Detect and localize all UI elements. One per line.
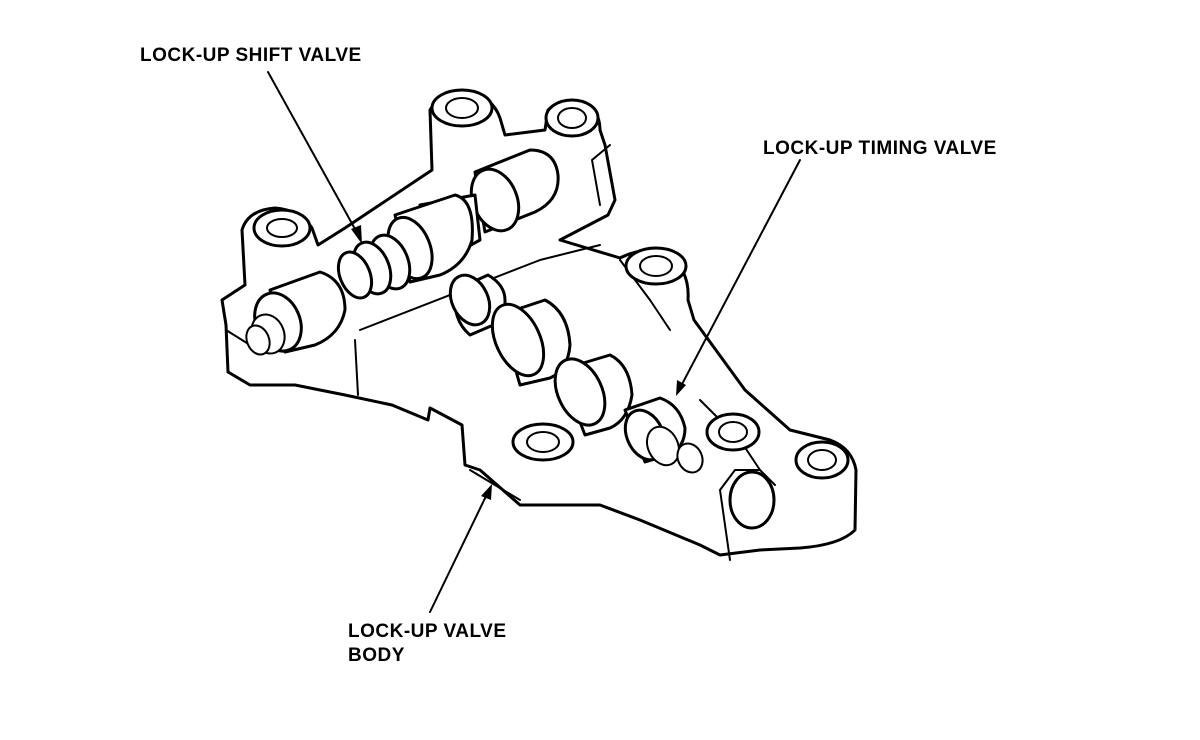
lock-up-timing-valve-spool	[448, 273, 704, 474]
lock-up-timing-valve-label: LOCK-UP TIMING VALVE	[763, 138, 997, 159]
leader-arrow-timing-valve	[676, 159, 801, 396]
mounting-boss-top	[430, 88, 494, 128]
leader-arrow-shift-valve	[267, 71, 362, 244]
port-opening	[728, 470, 776, 530]
mounting-boss-top-right	[544, 98, 600, 138]
leader-arrow-valve-body	[429, 484, 492, 613]
mounting-boss-left	[252, 208, 312, 248]
mounting-boss-bottom	[511, 422, 575, 462]
lock-up-valve-body-label: LOCK-UP VALVE BODY	[348, 620, 507, 668]
lock-up-valve-body-label-line1: LOCK-UP VALVE	[348, 621, 507, 642]
mounting-boss-right	[624, 246, 688, 286]
lock-up-shift-valve-label: LOCK-UP SHIFT VALVE	[140, 45, 362, 66]
lock-up-shift-valve-spool	[245, 148, 560, 356]
mounting-boss-far-right	[794, 440, 850, 480]
lock-up-valve-body-label-line2: BODY	[348, 645, 405, 666]
mounting-boss-center-right	[705, 412, 761, 452]
